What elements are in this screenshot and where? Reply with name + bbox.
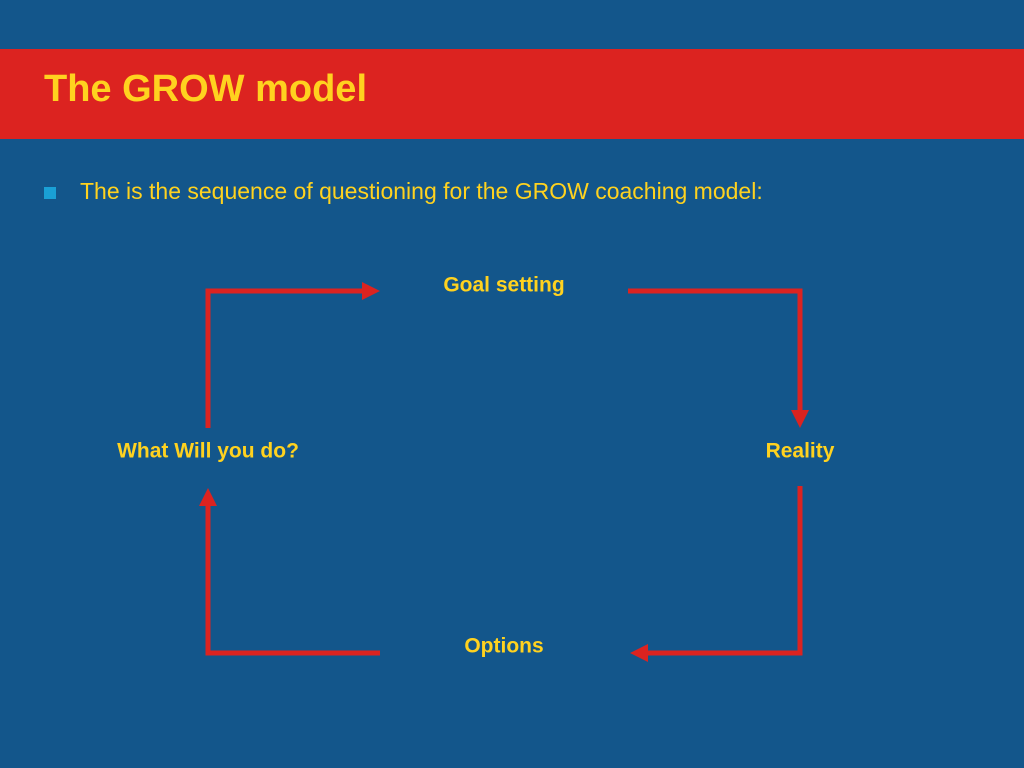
arrowhead-to-options — [630, 644, 648, 662]
bullet-point: The is the sequence of questioning for t… — [44, 178, 763, 206]
title-bar: The GROW model — [0, 49, 1024, 139]
arrowhead-to-goal — [362, 282, 380, 300]
arrow-reality-to-options — [646, 486, 803, 656]
node-reality: Reality — [765, 439, 835, 463]
node-options: Options — [464, 634, 544, 658]
slide-title: The GROW model — [44, 68, 367, 110]
arrow-options-to-will — [205, 504, 380, 656]
node-goal-setting: Goal setting — [443, 273, 565, 297]
arrow-will-to-goal — [205, 288, 364, 428]
arrow-goal-to-reality — [628, 288, 803, 412]
square-bullet-icon — [44, 186, 56, 199]
arrowhead-to-will — [199, 488, 217, 506]
bullet-text: The is the sequence of questioning for t… — [80, 178, 763, 204]
node-what-will-you-do: What Will you do? — [117, 439, 299, 463]
arrowhead-to-reality — [791, 410, 809, 428]
